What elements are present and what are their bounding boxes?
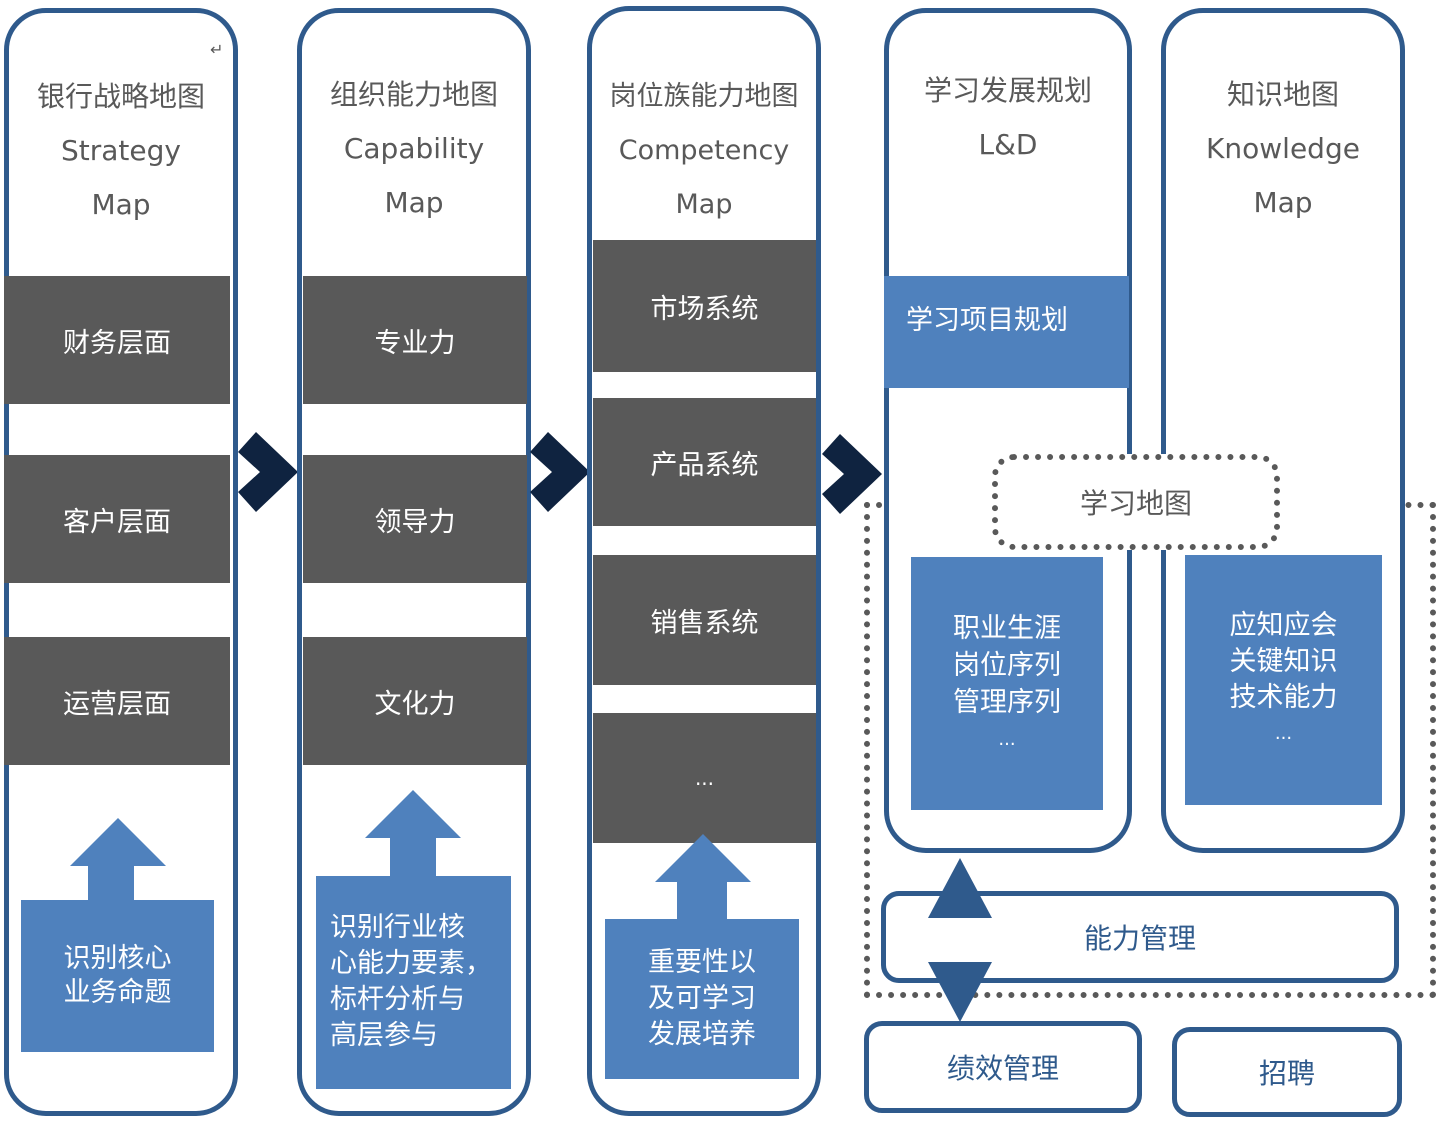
title-en-1: Knowledge xyxy=(1206,132,1360,165)
competency-note-box: 重要性以 及可学习 发展培养 xyxy=(605,919,799,1079)
recruitment-box: 招聘 xyxy=(1172,1027,1402,1117)
strategy-note-box: 识别核心 业务命题 xyxy=(21,900,214,1052)
market-system-block: 市场系统 xyxy=(593,240,816,372)
up-arrow-stem xyxy=(88,865,134,903)
leadership-block: 领导力 xyxy=(303,455,527,583)
title-cn: 知识地图 xyxy=(1226,78,1339,111)
title-en-1: L&D xyxy=(978,128,1038,161)
up-triangle-icon xyxy=(920,858,1000,924)
title-en-1: Capability xyxy=(343,132,485,165)
career-path-box: 职业生涯 岗位序列 管理序列 ... xyxy=(911,557,1103,810)
culture-block: 文化力 xyxy=(303,637,527,765)
more-systems-block: ... xyxy=(593,713,816,843)
title-en-2: Map xyxy=(91,188,151,221)
operations-perspective-block: 运营层面 xyxy=(4,637,230,765)
performance-management-box: 绩效管理 xyxy=(864,1021,1142,1113)
up-arrow-stem xyxy=(390,837,436,879)
strategy-map-title: 银行战略地图 Strategy Map xyxy=(4,70,238,232)
title-cn: 组织能力地图 xyxy=(329,78,498,111)
up-arrow-icon xyxy=(70,818,166,866)
title-en-1: Strategy xyxy=(61,134,181,167)
up-arrow-stem xyxy=(677,881,727,923)
paragraph-return-mark: ↵ xyxy=(210,40,224,59)
down-triangle-icon xyxy=(920,962,1000,1028)
professional-capability-block: 专业力 xyxy=(303,276,527,404)
capability-map-title: 组织能力地图 Capability Map xyxy=(297,68,531,230)
product-system-block: 产品系统 xyxy=(593,398,816,526)
title-cn: 银行战略地图 xyxy=(36,80,205,113)
learning-program-planning-block: 学习项目规划 xyxy=(884,276,1129,388)
chevron-right-icon xyxy=(822,434,884,514)
capability-note-box: 识别行业核 心能力要素， 标杆分析与 高层参与 xyxy=(316,876,511,1089)
learning-development-title: 学习发展规划 L&D xyxy=(884,64,1132,172)
up-arrow-icon xyxy=(365,790,461,838)
key-knowledge-box: 应知应会 关键知识 技术能力 ... xyxy=(1185,555,1382,805)
knowledge-map-title: 知识地图 Knowledge Map xyxy=(1161,68,1405,230)
title-en-2: Map xyxy=(1253,186,1313,219)
title-en-2: Map xyxy=(675,189,733,220)
sales-system-block: 销售系统 xyxy=(593,555,816,685)
chevron-right-icon xyxy=(238,432,300,512)
learning-map-label-box: 学习地图 xyxy=(992,454,1280,550)
chevron-right-icon xyxy=(530,432,592,512)
title-en-1: Competency xyxy=(618,135,790,166)
customer-perspective-block: 客户层面 xyxy=(4,455,230,583)
title-cn: 岗位族能力地图 xyxy=(609,81,799,112)
title-cn: 学习发展规划 xyxy=(923,74,1092,107)
competency-map-title: 岗位族能力地图 Competency Map xyxy=(587,70,821,232)
financial-perspective-block: 财务层面 xyxy=(4,276,230,404)
title-en-2: Map xyxy=(384,186,444,219)
up-arrow-icon xyxy=(655,834,751,882)
